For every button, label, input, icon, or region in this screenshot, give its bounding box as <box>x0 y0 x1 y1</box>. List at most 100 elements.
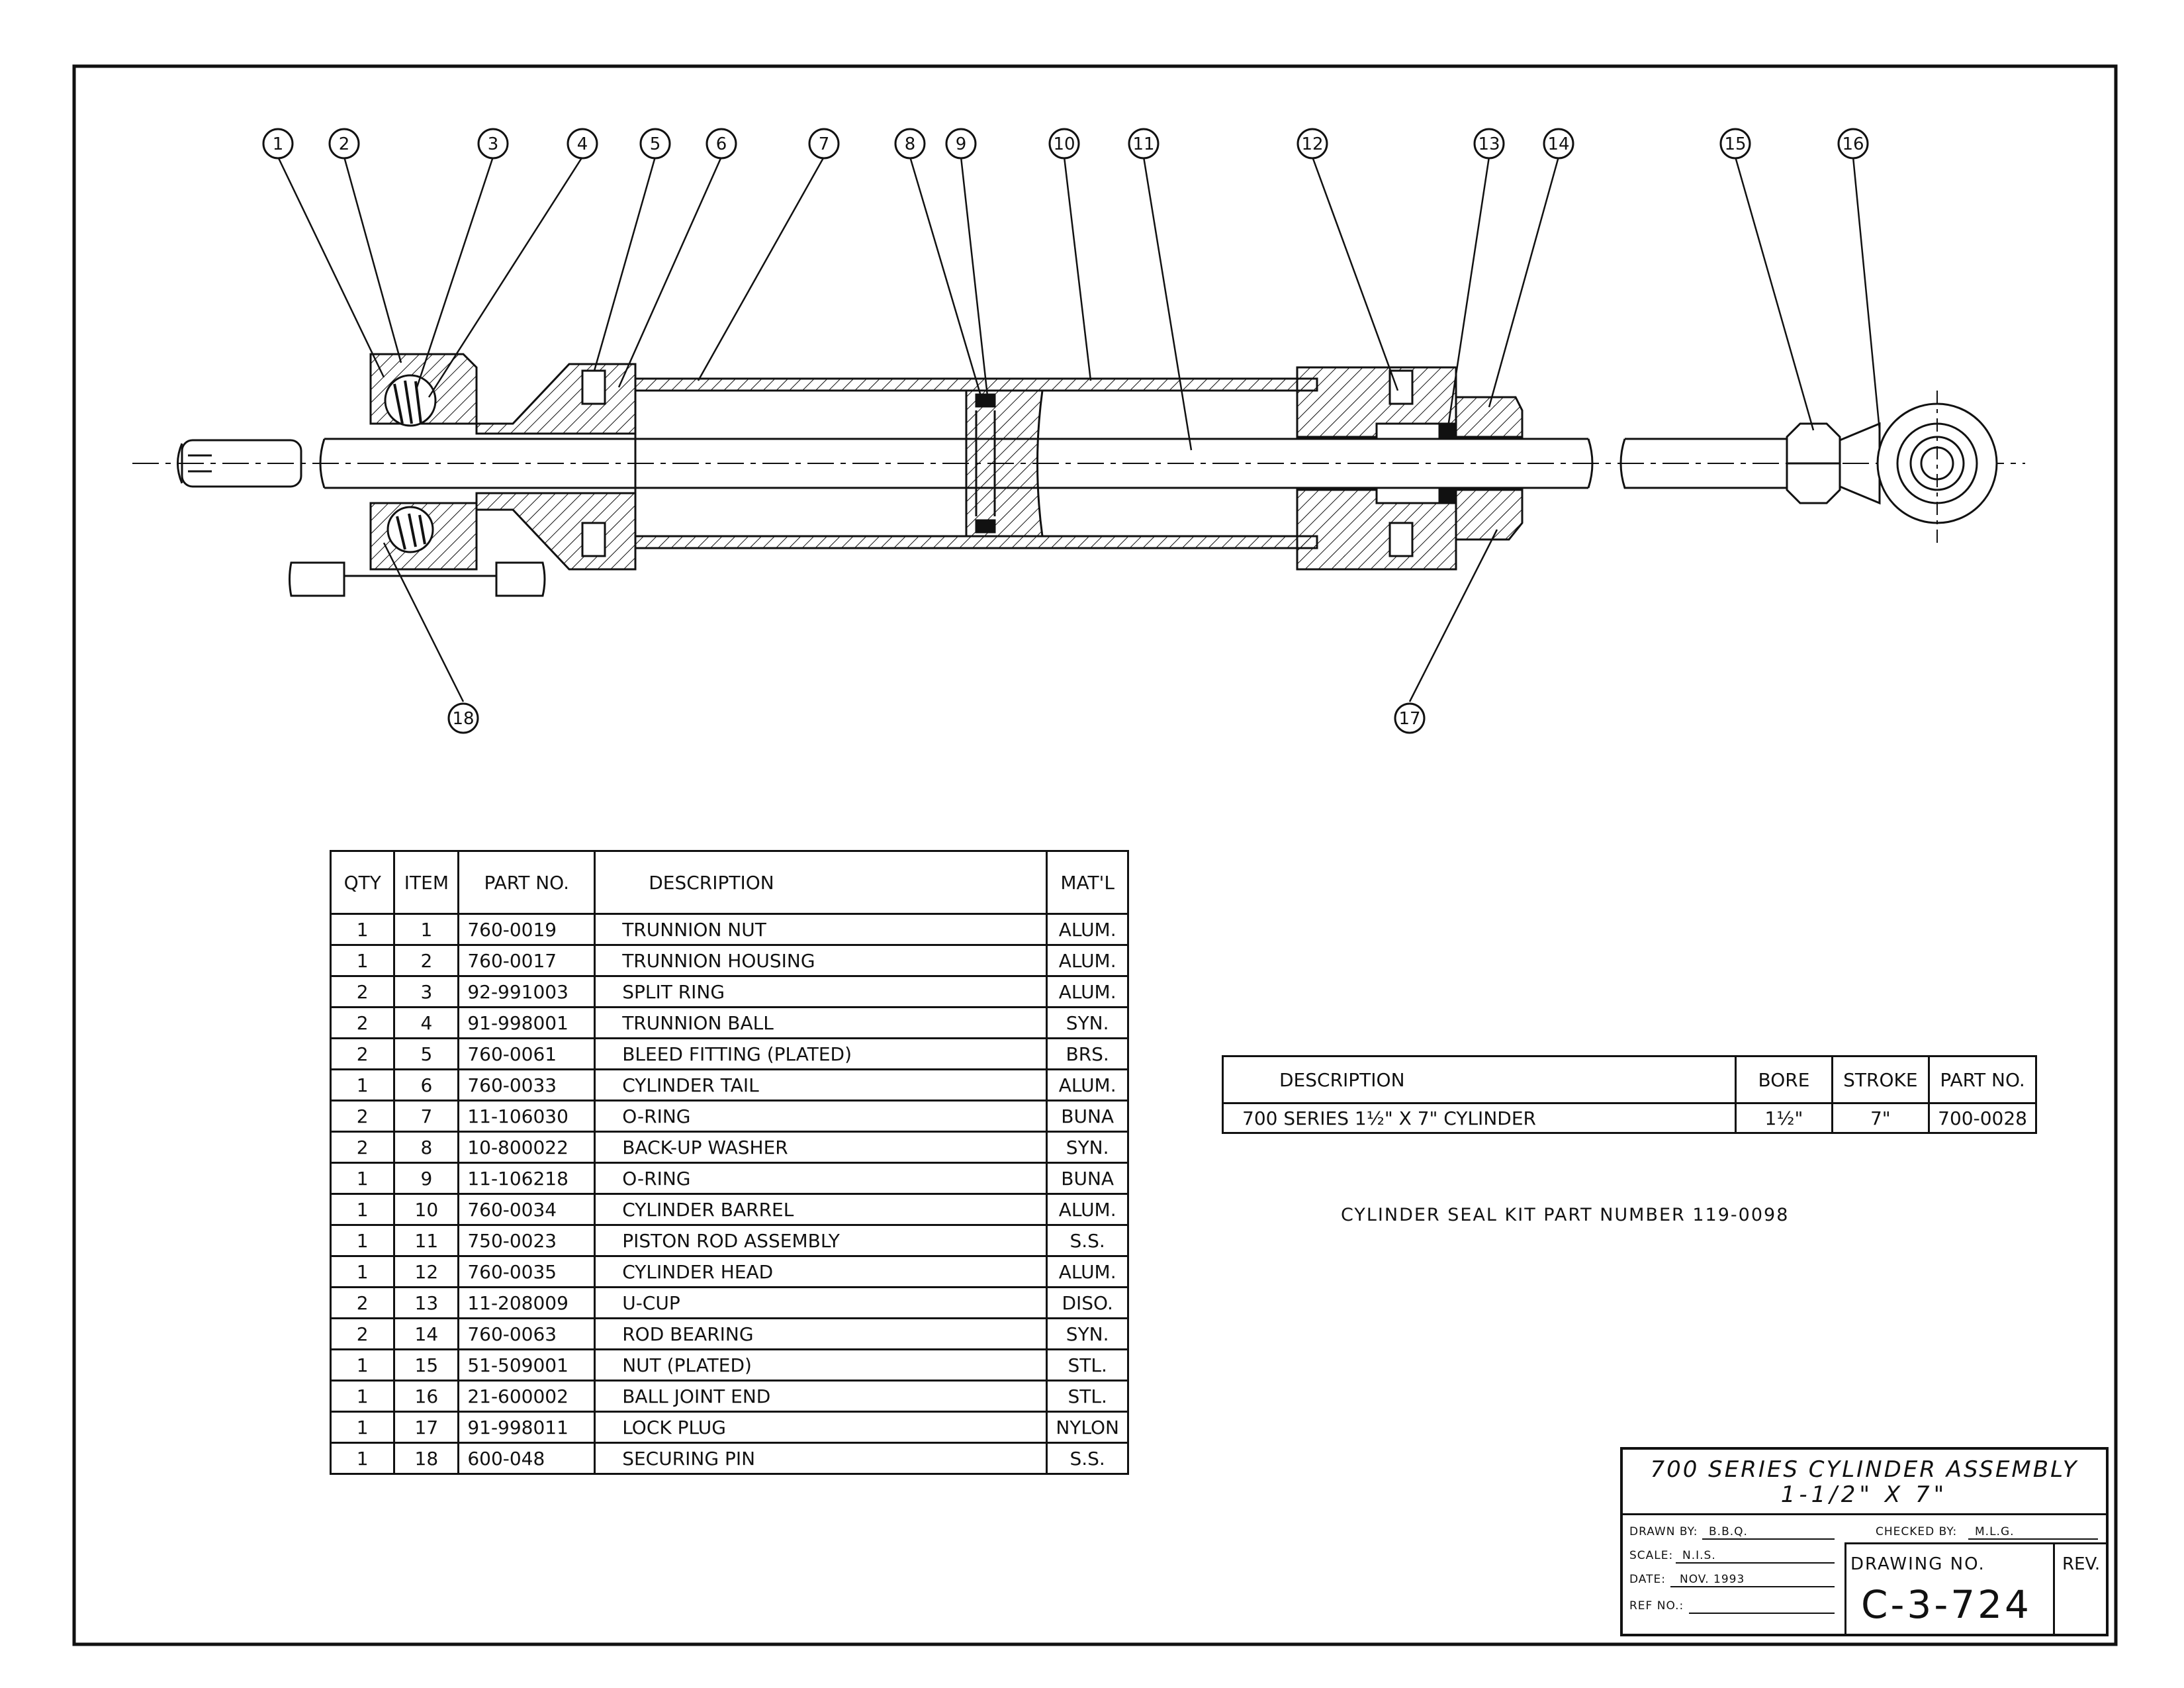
item-cell: 9 <box>393 1162 460 1195</box>
qty-cell: 2 <box>329 975 396 1008</box>
matl-cell: BRS. <box>1046 1037 1129 1070</box>
matl-cell: DISO. <box>1046 1286 1129 1319</box>
svg-text:15: 15 <box>1724 134 1746 154</box>
item-cell: 6 <box>393 1068 460 1102</box>
matl-cell: STL. <box>1046 1380 1129 1413</box>
matl-cell: SYN. <box>1046 1006 1129 1039</box>
callout-9: 9 <box>945 128 977 160</box>
callout-6: 6 <box>705 128 737 160</box>
svg-text:14: 14 <box>1547 134 1569 154</box>
col-description: DESCRIPTION <box>594 850 1048 915</box>
callout-7: 7 <box>808 128 840 160</box>
callout-3: 3 <box>477 128 509 160</box>
spec-col-bore: BORE <box>1735 1055 1833 1104</box>
callout-14: 14 <box>1543 128 1574 160</box>
qty-cell: 2 <box>329 1100 396 1133</box>
part-no-cell: 760-0063 <box>457 1317 596 1350</box>
checked-by-label: CHECKED BY: <box>1876 1525 1958 1538</box>
part-no-cell: 21-600002 <box>457 1380 596 1413</box>
svg-text:3: 3 <box>488 134 499 154</box>
item-cell: 3 <box>393 975 460 1008</box>
item-cell: 17 <box>393 1411 460 1444</box>
matl-cell: ALUM. <box>1046 975 1129 1008</box>
svg-text:8: 8 <box>905 134 916 154</box>
part-no-cell: 51-509001 <box>457 1348 596 1382</box>
callout-15: 15 <box>1719 128 1751 160</box>
qty-cell: 2 <box>329 1131 396 1164</box>
item-cell: 10 <box>393 1193 460 1226</box>
description-cell: TRUNNION BALL <box>594 1006 1048 1039</box>
description-cell: BACK-UP WASHER <box>594 1131 1048 1164</box>
spec-description: 700 SERIES 1½" X 7" CYLINDER <box>1221 1102 1737 1134</box>
item-cell: 5 <box>393 1037 460 1070</box>
part-no-cell: 92-991003 <box>457 975 596 1008</box>
description-cell: PISTON ROD ASSEMBLY <box>594 1224 1048 1257</box>
part-no-cell: 760-0035 <box>457 1255 596 1288</box>
parts-table-header: QTY ITEM PART NO. DESCRIPTION MAT'L <box>329 850 1129 915</box>
revision-label: REV. <box>2062 1554 2101 1574</box>
scale-label: SCALE: <box>1629 1549 1674 1562</box>
spec-bore: 1½" <box>1735 1102 1833 1134</box>
svg-text:10: 10 <box>1053 134 1075 154</box>
description-cell: CYLINDER TAIL <box>594 1068 1048 1102</box>
matl-cell: ALUM. <box>1046 1255 1129 1288</box>
col-part-no: PART NO. <box>457 850 596 915</box>
drawn-by-value: B.B.Q. <box>1702 1525 1835 1540</box>
item-cell: 12 <box>393 1255 460 1288</box>
description-cell: TRUNNION NUT <box>594 913 1048 946</box>
matl-cell: ALUM. <box>1046 913 1129 946</box>
spec-col-stroke: STROKE <box>1831 1055 1931 1104</box>
matl-cell: ALUM. <box>1046 944 1129 977</box>
item-cell: 14 <box>393 1317 460 1350</box>
seal-kit-note: CYLINDER SEAL KIT PART NUMBER 119-0098 <box>1341 1205 1790 1225</box>
title-block: 700 SERIES CYLINDER ASSEMBLY 1-1/2" X 7"… <box>1620 1447 2109 1636</box>
spec-table-row: 700 SERIES 1½" X 7" CYLINDER 1½" 7" 700-… <box>1221 1102 2037 1134</box>
part-no-cell: 11-106218 <box>457 1162 596 1195</box>
callout-2: 2 <box>328 128 360 160</box>
part-no-cell: 750-0023 <box>457 1224 596 1257</box>
description-cell: NUT (PLATED) <box>594 1348 1048 1382</box>
item-cell: 18 <box>393 1442 460 1475</box>
date-label: DATE: <box>1629 1573 1666 1586</box>
callout-13: 13 <box>1473 128 1505 160</box>
description-cell: O-RING <box>594 1162 1048 1195</box>
svg-text:13: 13 <box>1478 134 1500 154</box>
item-cell: 4 <box>393 1006 460 1039</box>
description-cell: O-RING <box>594 1100 1048 1133</box>
matl-cell: ALUM. <box>1046 1068 1129 1102</box>
matl-cell: SYN. <box>1046 1317 1129 1350</box>
qty-cell: 1 <box>329 1193 396 1226</box>
svg-text:12: 12 <box>1301 134 1323 154</box>
callout-4: 4 <box>567 128 598 160</box>
matl-cell: BUNA <box>1046 1100 1129 1133</box>
callout-5: 5 <box>639 128 671 160</box>
qty-cell: 1 <box>329 1068 396 1102</box>
description-cell: LOCK PLUG <box>594 1411 1048 1444</box>
qty-cell: 1 <box>329 1255 396 1288</box>
callout-11: 11 <box>1128 128 1160 160</box>
spec-stroke: 7" <box>1831 1102 1931 1134</box>
part-no-cell: 11-106030 <box>457 1100 596 1133</box>
description-cell: BALL JOINT END <box>594 1380 1048 1413</box>
svg-text:4: 4 <box>577 134 588 154</box>
callout-10: 10 <box>1048 128 1080 160</box>
svg-text:2: 2 <box>339 134 350 154</box>
description-cell: ROD BEARING <box>594 1317 1048 1350</box>
scale-value: N.I.S. <box>1676 1549 1835 1564</box>
ref-no-value <box>1689 1599 1835 1614</box>
date-value: NOV. 1993 <box>1670 1573 1835 1587</box>
spec-part-no: 700-0028 <box>1928 1102 2037 1134</box>
part-no-cell: 600-048 <box>457 1442 596 1475</box>
